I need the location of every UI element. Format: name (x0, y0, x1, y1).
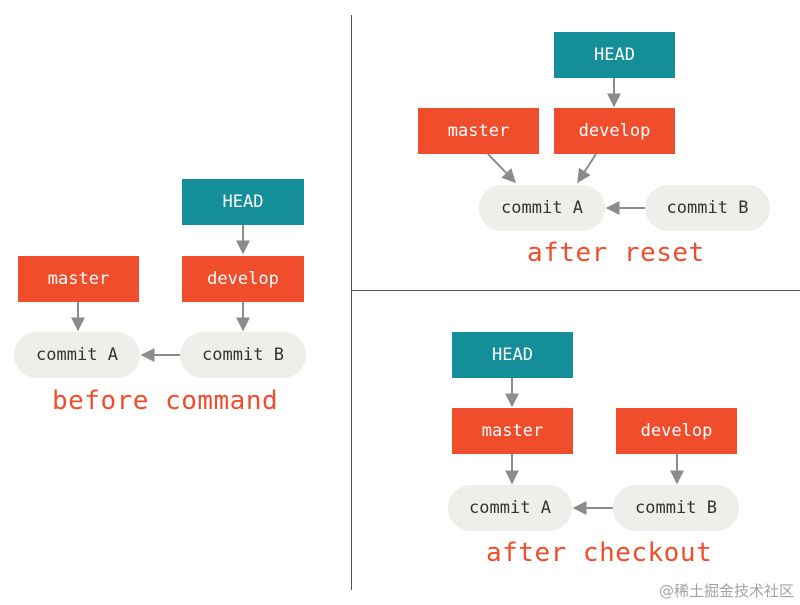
head-label: HEAD (182, 179, 304, 225)
commit-a-node: commit A (448, 485, 572, 531)
horizontal-divider (351, 290, 800, 291)
commit-a-node: commit A (14, 332, 140, 378)
develop-branch-label: develop (616, 408, 737, 454)
head-label: HEAD (554, 32, 675, 78)
caption-before-command: before command (52, 386, 279, 416)
commit-b-node: commit B (613, 485, 739, 531)
master-branch-label: master (452, 408, 573, 454)
commit-b-node: commit B (645, 185, 770, 231)
watermark-text: @稀土掘金技术社区 (658, 582, 794, 600)
develop-branch-label: develop (182, 256, 304, 302)
arrow-develop-to-commit-a (577, 153, 597, 184)
master-branch-label: master (418, 108, 539, 154)
arrow-master-to-commit-a (487, 153, 516, 184)
commit-a-node: commit A (479, 185, 605, 231)
develop-branch-label: develop (554, 108, 675, 154)
caption-after-checkout: after checkout (486, 538, 713, 568)
master-branch-label: master (18, 256, 139, 302)
caption-after-reset: after reset (527, 238, 705, 268)
vertical-divider (351, 15, 352, 590)
commit-b-node: commit B (180, 332, 306, 378)
head-label: HEAD (452, 332, 573, 378)
